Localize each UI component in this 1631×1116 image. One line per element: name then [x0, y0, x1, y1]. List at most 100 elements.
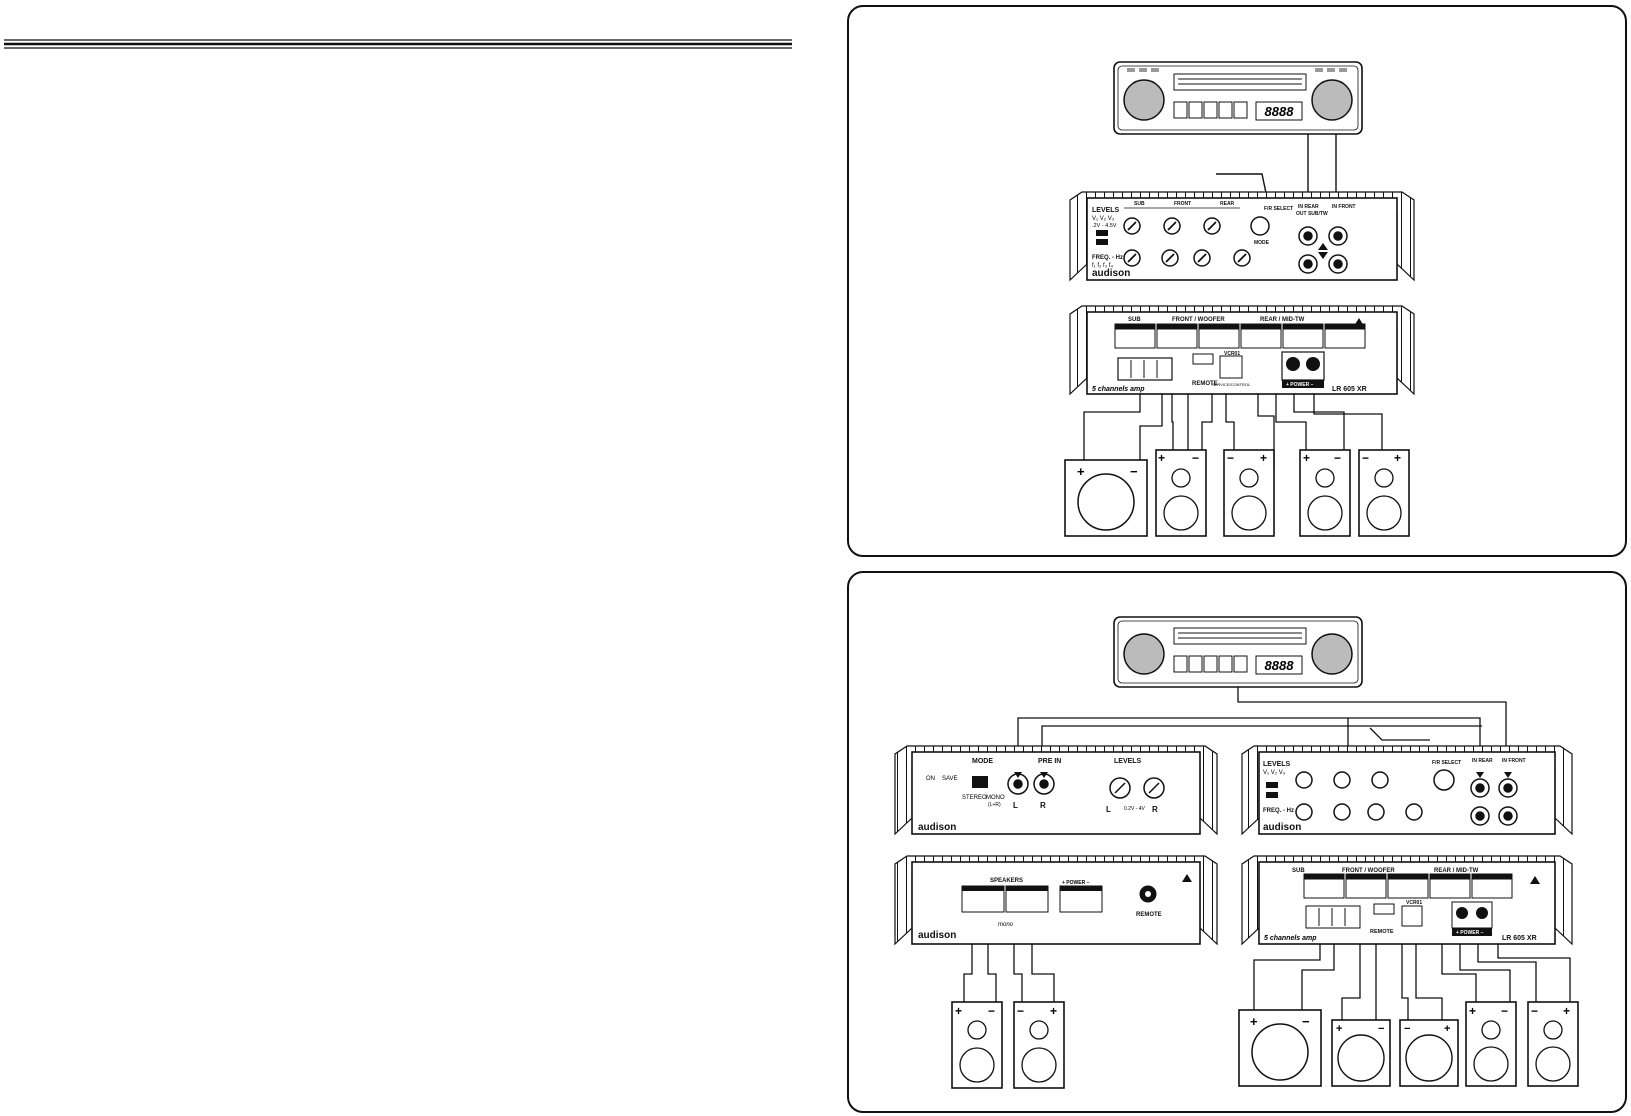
speaker-wires-1 — [1083, 394, 1383, 468]
subwoofer-2: + − — [1238, 1009, 1322, 1087]
amp2-mono-label: MONO — [986, 795, 1005, 801]
amp5b-levels-label: LEVELS — [1263, 761, 1291, 768]
amp5b-freq-label: FREQ. - Hz — [1263, 808, 1294, 814]
amp5-channels-label: 5 channels amp — [1092, 386, 1145, 393]
amp2-mono-sub: (L+R) — [988, 802, 1001, 808]
amp5-vcr-sub: SERVICE/CONTROL — [1212, 382, 1251, 387]
amp5-speakers-sub: SUB — [1128, 317, 1141, 323]
svg-text:+: + — [955, 1004, 962, 1018]
rear-left-speaker-1: + − — [1299, 449, 1351, 537]
volume-knob — [1123, 79, 1165, 121]
amp5-mode-label: MODE — [1254, 240, 1270, 246]
svg-text:+: + — [1563, 1004, 1570, 1018]
amp5b-speaker-terminals — [1303, 873, 1513, 899]
amp5b-rca-jacks — [1470, 778, 1518, 826]
amp2-stereo-label: STEREO — [962, 795, 987, 801]
rear-right-speaker-1: − + — [1358, 449, 1410, 537]
head-unit: 8888 — [1113, 61, 1363, 135]
svg-text:−: − — [1130, 464, 1138, 479]
svg-text:+: + — [1050, 1004, 1057, 1018]
svg-text:+: + — [1250, 1014, 1258, 1029]
amp2-rca-jacks — [1007, 773, 1055, 795]
amp2-right-speaker: − + — [1013, 1001, 1065, 1089]
amp2-mono-bridge: mono — [998, 922, 1014, 928]
amp5b-vcr-label: VCR01 — [1406, 900, 1422, 906]
speaker-wires-2 — [963, 944, 1571, 1020]
amp5-levels-values: V₁ V₂ V₃ — [1092, 216, 1115, 222]
amp5-sub-label: SUB — [1134, 201, 1145, 207]
svg-text:−: − — [1334, 451, 1341, 465]
amp5-speakers-rm: REAR / MID-TW — [1260, 317, 1305, 323]
diagram-2-svg: 8888 MODE PRE IN LEVELS ON SAVE STEREO M… — [894, 616, 1579, 1089]
svg-text:+: + — [1394, 451, 1401, 465]
amp2-level-knobs — [1109, 777, 1165, 799]
woofer-left-2: + − — [1331, 1019, 1391, 1087]
amp5b-power-label: + POWER − — [1456, 930, 1484, 936]
amp5-front-label: FRONT — [1174, 201, 1191, 207]
front-left-speaker-1: + − — [1155, 449, 1207, 537]
amp5b-knobs — [1295, 769, 1455, 821]
amp5b-rear-in-label: IN REAR — [1472, 758, 1493, 764]
amp2-l-label: L — [1013, 801, 1018, 810]
amp5-levels-range: .2V - 4.5V — [1092, 223, 1117, 229]
svg-text:−: − — [1501, 1004, 1508, 1018]
amp5-vcr-label: VCR01 — [1224, 351, 1240, 357]
amp5-terminal-panel: SUB FRONT / WOOFER REAR / MID-TW 5 chann… — [1069, 305, 1415, 396]
rear-right-speaker-2: − + — [1527, 1001, 1579, 1087]
amp5-rear-in-label: IN REAR — [1298, 204, 1319, 210]
amp2-levels-label: LEVELS — [1114, 758, 1142, 765]
amp2-terminal-panel: SPEAKERS mono + POWER − REMOTE audison — [894, 855, 1218, 946]
amp2-speakers-label: SPEAKERS — [990, 878, 1023, 884]
svg-text:−: − — [1302, 1014, 1310, 1029]
amp5-freq-label: FREQ. - Hz — [1092, 255, 1123, 261]
amp5-speaker-terminals — [1114, 323, 1366, 349]
amp5-speakers-fw: FRONT / WOOFER — [1172, 317, 1225, 323]
amp5-power-label: + POWER − — [1286, 382, 1314, 388]
amp5b-switch-label: F/R SELECT — [1432, 760, 1461, 766]
svg-text:+: + — [1303, 451, 1310, 465]
svg-text:+: + — [1077, 464, 1085, 479]
amp5b-speakers-sub: SUB — [1292, 868, 1305, 874]
amp2-pre-in-label: PRE IN — [1038, 758, 1061, 765]
amp5-control-panel-2: LEVELS V₁ V₂ V₃ FREQ. - Hz audison F/R S… — [1241, 745, 1573, 836]
head-unit-2: 8888 — [1113, 616, 1363, 688]
amp5-terminal-panel-2: SUB FRONT / WOOFER REAR / MID-TW 5 chann… — [1241, 855, 1573, 946]
amp2-left-speaker: + − — [951, 1001, 1003, 1089]
amp5-control-panel: LEVELS V₁ V₂ V₃ .2V - 4.5V FREQ. - Hz f₁… — [1069, 191, 1415, 282]
amp2-brand-bottom: audison — [918, 930, 956, 941]
amp2-r-level: R — [1152, 805, 1158, 814]
head-unit-2-display: 8888 — [1265, 658, 1295, 673]
diagram-1-svg: 8888 LEVELS V₁ V₂ V₃ .2V - 4.5V FREQ. - … — [1064, 61, 1415, 537]
front-right-speaker-1: − + — [1223, 449, 1275, 537]
diagram-panel-2: 8888 MODE PRE IN LEVELS ON SAVE STEREO M… — [847, 571, 1627, 1113]
amp2-mode-label: MODE — [972, 758, 993, 765]
svg-text:−: − — [1017, 1004, 1024, 1018]
amp5b-brand: audison — [1263, 822, 1301, 833]
amp5-remote-label: REMOTE — [1192, 381, 1218, 387]
svg-text:−: − — [1378, 1023, 1384, 1035]
svg-text:+: + — [1469, 1004, 1476, 1018]
amp5-rca-jacks — [1298, 226, 1348, 274]
head-unit-display: 8888 — [1265, 104, 1295, 119]
amp2-on-label: ON — [926, 776, 935, 782]
amp5b-front-in-label: IN FRONT — [1502, 758, 1526, 764]
amp2-power-label: + POWER − — [1062, 880, 1090, 886]
amp2-save-label: SAVE — [942, 776, 958, 782]
svg-text:+: + — [1158, 451, 1165, 465]
amp5b-channels-label: 5 channels amp — [1264, 935, 1317, 942]
amp5-levels-label: LEVELS — [1092, 207, 1120, 214]
svg-text:−: − — [1192, 451, 1199, 465]
header-rule — [4, 39, 792, 49]
amp2-l-level: L — [1106, 805, 1111, 814]
amp2-brand: audison — [918, 822, 956, 833]
amp5b-remote-label: REMOTE — [1370, 929, 1394, 935]
woofer-right-2: − + — [1399, 1019, 1459, 1087]
amp2-levels-range: 0.2V - 4V — [1124, 806, 1146, 812]
amp2-r-label: R — [1040, 801, 1046, 810]
svg-text:−: − — [1404, 1023, 1410, 1035]
svg-text:−: − — [1227, 451, 1234, 465]
svg-text:−: − — [1531, 1004, 1538, 1018]
amp2-remote-label: REMOTE — [1136, 912, 1162, 918]
amp5-brand: audison — [1092, 268, 1130, 279]
subwoofer-1: + − — [1064, 459, 1148, 537]
